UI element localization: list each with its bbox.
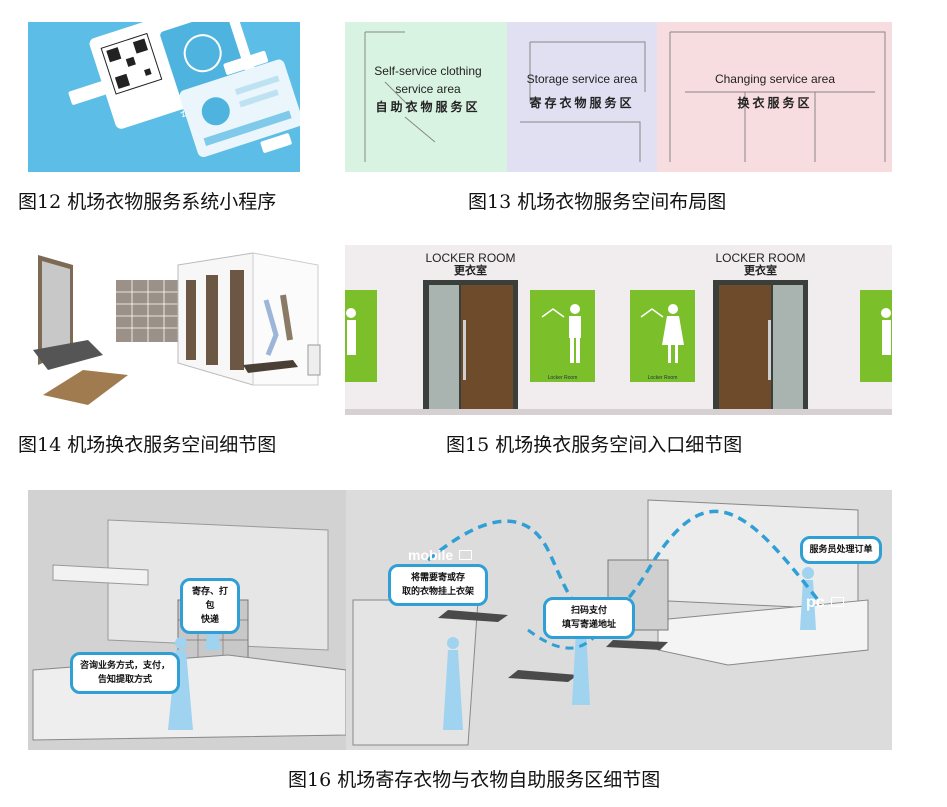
service-area-illustration [28, 490, 892, 750]
bubble-inquire: 咨询业务方式，支付， 告知提取方式 [70, 652, 180, 694]
fig13-caption: 图13 机场衣物服务空间布局图 [468, 191, 727, 213]
zone-self-service-en: Self-service clothing service area [374, 64, 482, 96]
poster-female [630, 290, 695, 382]
fig14-image [28, 245, 328, 415]
sign-zh-right: 更衣室 [744, 265, 777, 277]
tag-pc: pc [806, 594, 845, 612]
changing-room-illustration [28, 245, 328, 415]
sign-en-left: LOCKER ROOM [425, 251, 516, 265]
bubble-store-pack: 寄存、打包 快递 [180, 578, 240, 634]
tag-mobile-label: mobile [408, 547, 454, 563]
zone-changing: Changing service area 换衣服务区 [675, 70, 875, 111]
fig16-image: 寄存、打包 快递 咨询业务方式，支付， 告知提取方式 将需要寄或存 取的衣物挂上… [28, 490, 892, 750]
poster-label-female: Locker Room [647, 375, 678, 381]
bubble-scan-pay: 扫码支付 填写寄递地址 [543, 597, 635, 639]
fig13-image: Self-service clothing service area 自助衣物服… [345, 22, 892, 172]
tag-mobile: mobile [408, 547, 473, 563]
poster-male [530, 290, 595, 382]
zone-changing-en: Changing service area [714, 72, 836, 86]
zone-self-service: Self-service clothing service area 自助衣物服… [353, 62, 503, 115]
sign-locker-room-right: LOCKER ROOM 更衣室 [708, 252, 813, 278]
fig14-caption: 图14 机场换衣服务空间细节图 [18, 434, 277, 456]
fig15-caption: 图15 机场换衣服务空间入口细节图 [446, 434, 743, 456]
bubble-staff-order: 服务员处理订单 [800, 536, 882, 564]
fig12-caption: 图12 机场衣物服务系统小程序 [18, 191, 277, 213]
poster-label-male: Locker Room [547, 375, 578, 381]
sign-en-right: LOCKER ROOM [715, 251, 806, 265]
zone-storage: Storage service area 寄存衣物服务区 [507, 70, 657, 111]
sign-locker-room-left: LOCKER ROOM 更衣室 [423, 252, 518, 278]
envelope-icon [459, 550, 473, 560]
zone-changing-zh: 换衣服务区 [737, 96, 813, 110]
zone-self-service-zh: 自助衣物服务区 [375, 100, 481, 114]
sign-zh-left: 更衣室 [454, 265, 487, 277]
fig16-caption: 图16 机场寄存衣物与衣物自助服务区细节图 [288, 769, 661, 791]
tag-pc-label: pc [806, 594, 825, 611]
fig12-image: 衣瞬 [28, 22, 300, 172]
phone-mockup-illustration: 衣瞬 [28, 22, 300, 172]
zone-storage-zh: 寄存衣物服务区 [529, 96, 635, 110]
fig15-image: LOCKER ROOM 更衣室 LOCKER ROOM 更衣室 Locker R… [345, 245, 892, 415]
floor-plan-illustration [345, 22, 892, 172]
entrance-illustration [345, 280, 892, 415]
zone-storage-en: Storage service area [526, 72, 638, 86]
bubble-hang-clothes: 将需要寄或存 取的衣物挂上衣架 [388, 564, 488, 606]
envelope-icon [831, 597, 845, 607]
